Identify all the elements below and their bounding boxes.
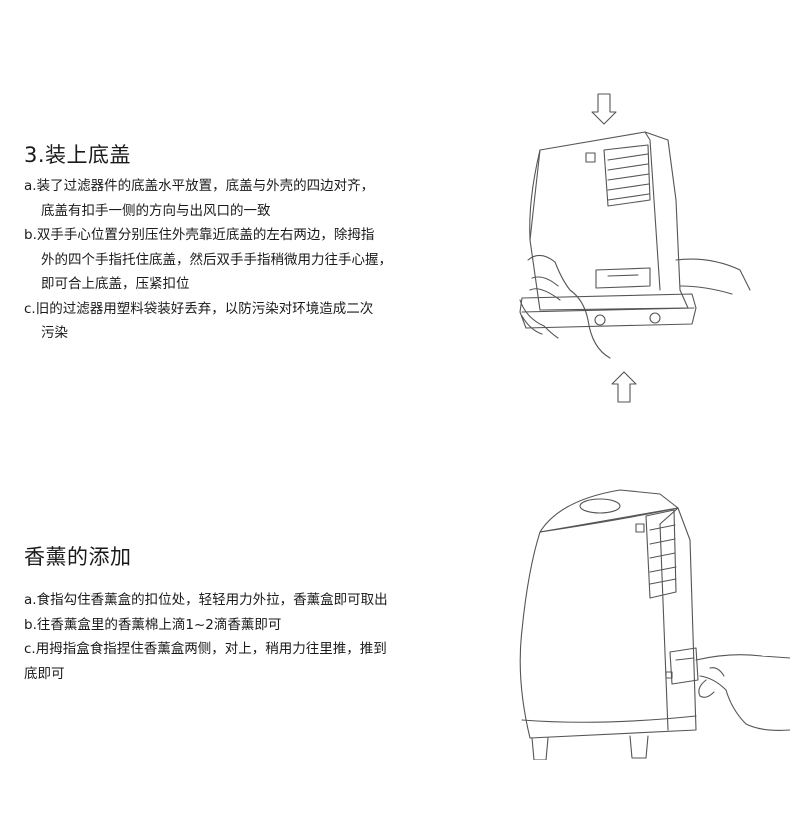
install-cover-illustration — [500, 90, 770, 410]
arrow-down-icon — [592, 94, 616, 124]
install-bottom-cover-section: 3.装上底盖 a.装了过滤器件的底盖水平放置，底盖与外壳的四边对齐， 底盖有扣手… — [24, 0, 790, 420]
step-line: 污染 — [41, 325, 68, 341]
step-line: c.用拇指盒食指捏住香薰盒两侧，对上，稍用力往里推，推到 — [24, 641, 387, 657]
left-hand-illustration — [520, 255, 610, 358]
step-line: 底盖有扣手一侧的方向与出风口的一致 — [41, 202, 271, 219]
step-line: b.双手手心位置分别压住外壳靠近底盖的左右两边，除拇指 — [24, 227, 375, 243]
step-line: c.旧的过滤器用塑料袋装好丢弃，以防污染对环境造成二次 — [24, 300, 374, 317]
right-hand-illustration — [676, 259, 750, 294]
aroma-steps-list: a.食指勾住香薰盒的扣位处，轻轻用力外拉，香薰盒即可取出 b.往香薰盒里的香薰棉… — [24, 588, 454, 686]
section-title-aroma: 香薰的添加 — [24, 545, 132, 569]
install-steps-list: a.装了过滤器件的底盖水平放置，底盖与外壳的四边对齐， 底盖有扣手一侧的方向与出… — [24, 174, 454, 346]
step-line: 外的四个手指托住底盖，然后双手手指稍微用力往手心握， — [41, 251, 392, 268]
step-line: b.往香薰盒里的香薰棉上滴1~2滴香薰即可 — [24, 616, 282, 633]
aroma-step-b: b.往香薰盒里的香薰棉上滴1~2滴香薰即可 — [24, 613, 454, 638]
aroma-adding-section: 香薰的添加 a.食指勾住香薰盒的扣位处，轻轻用力外拉，香薰盒即可取出 b.往香薰… — [0, 420, 790, 822]
hand-illustration — [696, 655, 790, 731]
install-step-c: c.旧的过滤器用塑料袋装好丢弃，以防污染对环境造成二次 污染 — [24, 297, 454, 346]
air-purifier-body — [520, 132, 696, 328]
aroma-step-c: c.用拇指盒食指捏住香薰盒两侧，对上，稍用力往里推，推到 底即可 — [24, 637, 454, 686]
aroma-box-illustration — [500, 480, 790, 760]
step-line: a.食指勾住香薰盒的扣位处，轻轻用力外拉，香薰盒即可取出 — [24, 592, 388, 608]
install-step-b: b.双手手心位置分别压住外壳靠近底盖的左右两边，除拇指 外的四个手指托住底盖，然… — [24, 223, 454, 297]
arrow-up-icon — [612, 372, 636, 402]
step-line: 即可合上底盖，压紧扣位 — [41, 276, 190, 292]
air-purifier-body — [520, 490, 698, 760]
section-title-install: 3.装上底盖 — [24, 143, 132, 167]
aroma-step-a: a.食指勾住香薰盒的扣位处，轻轻用力外拉，香薰盒即可取出 — [24, 588, 454, 613]
step-line: 底即可 — [24, 665, 65, 682]
install-step-a: a.装了过滤器件的底盖水平放置，底盖与外壳的四边对齐， 底盖有扣手一侧的方向与出… — [24, 174, 454, 223]
step-line: a.装了过滤器件的底盖水平放置，底盖与外壳的四边对齐， — [24, 178, 375, 194]
